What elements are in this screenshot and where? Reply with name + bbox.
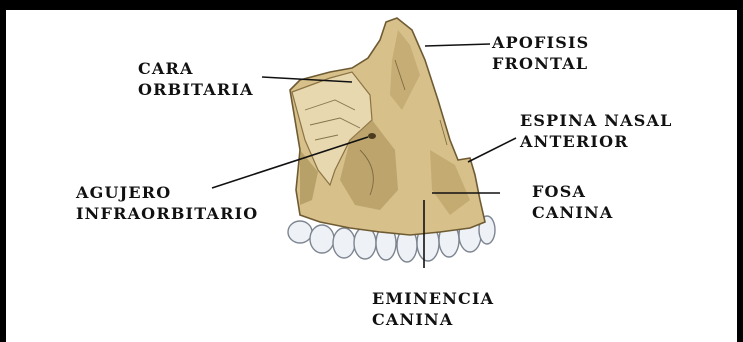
label-line: CARA xyxy=(138,58,254,79)
label-line: CANINA xyxy=(532,202,614,223)
label-line: ANTERIOR xyxy=(520,131,673,152)
label-line: FOSA xyxy=(532,181,614,202)
label-cara-orbitaria: CARA ORBITARIA xyxy=(138,58,254,100)
label-line: INFRAORBITARIO xyxy=(76,203,258,224)
label-agujero-infraorbitario: AGUJERO INFRAORBITARIO xyxy=(76,182,258,224)
maxilla-bone xyxy=(290,18,485,235)
label-line: APOFISIS xyxy=(492,32,589,53)
label-line: ESPINA NASAL xyxy=(520,110,673,131)
label-apofisis-frontal: APOFISIS FRONTAL xyxy=(492,32,589,74)
label-line: EMINENCIA xyxy=(372,288,494,309)
label-line: AGUJERO xyxy=(76,182,258,203)
leader-espina-nasal xyxy=(468,138,516,162)
leader-apofisis-frontal xyxy=(425,44,490,46)
label-eminencia-canina: EMINENCIA CANINA xyxy=(372,288,494,330)
label-fosa-canina: FOSA CANINA xyxy=(532,181,614,223)
label-espina-nasal-anterior: ESPINA NASAL ANTERIOR xyxy=(520,110,673,152)
label-line: CANINA xyxy=(372,309,494,330)
label-line: FRONTAL xyxy=(492,53,589,74)
label-line: ORBITARIA xyxy=(138,79,254,100)
